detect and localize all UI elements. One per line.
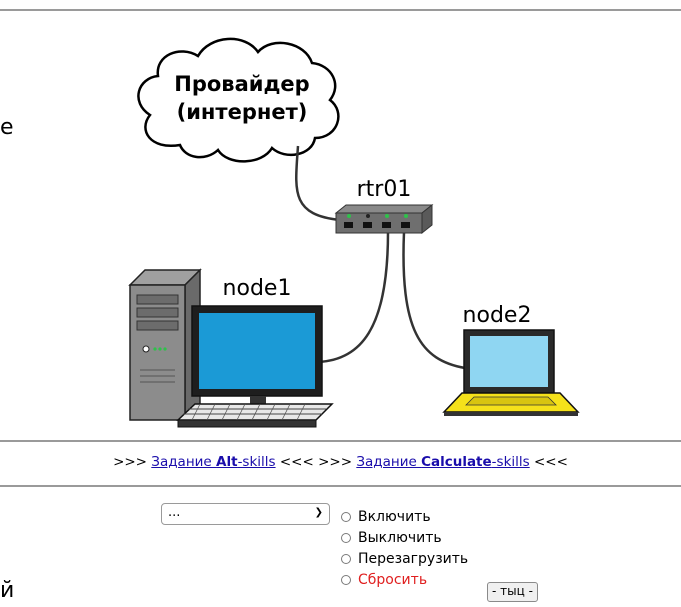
radio-label-turn-off: Выключить xyxy=(358,529,442,546)
top-divider xyxy=(0,9,681,11)
action-radio-group: Включить Выключить Перезагрузить Сбросит… xyxy=(341,506,468,590)
keyboard-icon xyxy=(176,403,334,428)
desktop-tower-icon xyxy=(128,268,202,422)
task1-tail: -skills xyxy=(237,454,276,470)
laptop-label: node2 xyxy=(463,303,532,328)
submit-button[interactable]: - тыц - xyxy=(487,582,538,602)
radio-circle-icon xyxy=(341,553,351,564)
desktop-label: node1 xyxy=(223,276,292,301)
task-calculate-skills-link[interactable]: Задание Calculate-skills xyxy=(356,454,529,470)
device-select-value: ... xyxy=(168,505,181,520)
task-links: >>> Задание Alt-skills <<< >>> Задание C… xyxy=(0,454,681,470)
stray-glyph-top: e xyxy=(0,115,14,140)
task1-word: Задание xyxy=(151,454,217,470)
cable-router-node1 xyxy=(317,231,390,364)
task1-bold: Alt xyxy=(216,454,238,470)
router-icon xyxy=(334,203,434,235)
device-select[interactable]: ... ❯ xyxy=(161,503,330,525)
radio-turn-off[interactable]: Выключить xyxy=(341,527,468,548)
desktop-monitor-icon xyxy=(191,305,323,406)
cloud-label-line1: Провайдер xyxy=(174,72,309,96)
cloud-shape xyxy=(137,37,340,163)
radio-circle-icon xyxy=(341,511,351,522)
radio-circle-icon xyxy=(341,574,351,585)
radio-label-reset: Сбросить xyxy=(358,571,428,588)
radio-reboot[interactable]: Перезагрузить xyxy=(341,548,468,569)
radio-turn-on[interactable]: Включить xyxy=(341,506,468,527)
task2-bold: Calculate xyxy=(421,454,492,470)
radio-reset[interactable]: Сбросить xyxy=(341,569,468,590)
network-diagram: Провайдер (интернет) rtr01 node1 xyxy=(128,37,580,428)
task2-word: Задание xyxy=(356,454,422,470)
links-prefix: >>> xyxy=(113,454,152,470)
router-label: rtr01 xyxy=(357,177,412,202)
chevron-down-icon: ❯ xyxy=(314,507,323,518)
task2-tail: -skills xyxy=(491,454,530,470)
stray-glyph-bottom: й xyxy=(0,578,15,603)
radio-circle-icon xyxy=(341,532,351,543)
radio-label-reboot: Перезагрузить xyxy=(358,550,469,567)
cloud-label-line2: (интернет) xyxy=(177,100,308,124)
task-alt-skills-link[interactable]: Задание Alt-skills xyxy=(151,454,275,470)
radio-label-turn-on: Включить xyxy=(358,508,431,525)
laptop-icon xyxy=(442,329,580,416)
middle-divider xyxy=(0,440,681,442)
cable-cloud-router xyxy=(295,145,341,222)
links-suffix: <<< xyxy=(529,454,568,470)
links-mid: <<< >>> xyxy=(275,454,357,470)
cable-router-node2 xyxy=(402,231,466,370)
lower-divider xyxy=(0,485,681,487)
